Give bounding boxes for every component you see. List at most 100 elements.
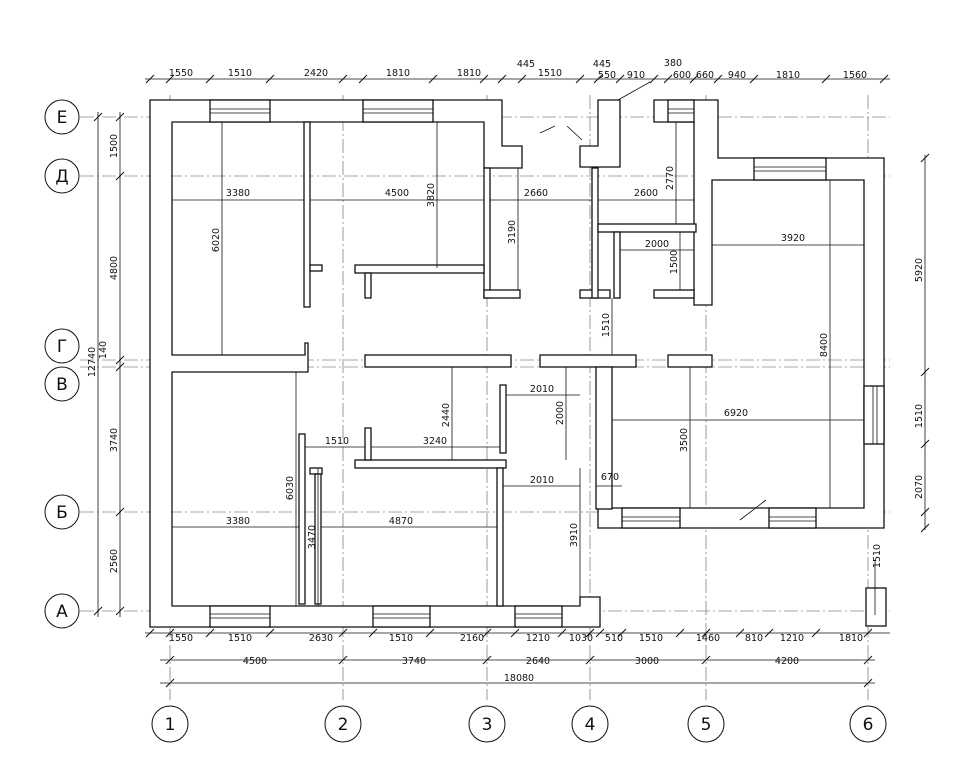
dim-label: 1810 bbox=[839, 633, 863, 644]
partition-wall bbox=[364, 354, 512, 368]
dim-label: 2630 bbox=[309, 633, 333, 644]
dims-bottom: 1550 1510 2630 1510 2160 1210 1030 510 1… bbox=[169, 633, 863, 684]
dim-label: 3820 bbox=[426, 183, 437, 207]
dim-label: 140 bbox=[98, 341, 109, 359]
partition-wall bbox=[597, 223, 697, 233]
dimension-tick bbox=[764, 628, 774, 638]
partition-wall bbox=[309, 467, 323, 475]
dimension-tick bbox=[811, 628, 821, 638]
dimension-tick bbox=[93, 606, 103, 616]
partition-wall bbox=[613, 231, 621, 299]
dimension-lines bbox=[97, 78, 926, 684]
dim-label: 3920 bbox=[781, 233, 805, 244]
dimension-ticks bbox=[93, 74, 930, 688]
dimension-tick bbox=[593, 74, 603, 84]
dimension-tick bbox=[920, 153, 930, 163]
dimension-tick bbox=[701, 655, 711, 665]
dim-label: 5920 bbox=[914, 258, 925, 282]
dim-label: 6020 bbox=[211, 228, 222, 252]
dim-label: 1500 bbox=[109, 134, 120, 158]
dimension-tick bbox=[479, 74, 489, 84]
dim-label: 2000 bbox=[645, 239, 669, 250]
partition-wall bbox=[496, 467, 504, 607]
dim-label: 1810 bbox=[457, 68, 481, 79]
dimension-tick bbox=[863, 655, 873, 665]
dim-label: 2770 bbox=[665, 166, 676, 190]
dim-label: 2010 bbox=[530, 384, 554, 395]
dim-label: 940 bbox=[728, 70, 746, 81]
dim-label: 2010 bbox=[530, 475, 554, 486]
dim-label: 510 bbox=[605, 633, 623, 644]
dimension-tick bbox=[595, 628, 605, 638]
dim-label: 2660 bbox=[524, 188, 548, 199]
dimension-tick bbox=[115, 606, 125, 616]
partition-wall bbox=[539, 354, 637, 368]
dim-label: 1510 bbox=[325, 436, 349, 447]
dim-label: 6920 bbox=[724, 408, 748, 419]
dim-label: 910 bbox=[627, 70, 645, 81]
partition-wall bbox=[364, 272, 372, 299]
dim-label: 600 bbox=[673, 70, 691, 81]
dimension-tick bbox=[675, 628, 685, 638]
windows bbox=[209, 81, 885, 628]
dimension-tick bbox=[165, 74, 175, 84]
partition-wall bbox=[499, 384, 507, 454]
dim-label: 1030 bbox=[569, 633, 593, 644]
dimension-tick bbox=[205, 628, 215, 638]
dim-label: 1510 bbox=[639, 633, 663, 644]
dim-label: 3470 bbox=[307, 525, 318, 549]
axis-bubble-col bbox=[151, 705, 189, 743]
dimension-tick bbox=[879, 74, 889, 84]
dim-label: 670 bbox=[601, 472, 619, 483]
axis-label-col: 4 bbox=[585, 715, 596, 735]
dimension-tick bbox=[145, 74, 155, 84]
dim-label: 1510 bbox=[601, 313, 612, 337]
dim-label: 550 bbox=[598, 70, 616, 81]
window bbox=[667, 99, 695, 123]
dim-label: 12740 bbox=[87, 347, 98, 377]
dim-label: 2440 bbox=[441, 403, 452, 427]
axis-bubble-row bbox=[44, 99, 80, 135]
axis-label-row: В bbox=[56, 375, 68, 395]
dim-label: 2600 bbox=[634, 188, 658, 199]
window bbox=[768, 507, 817, 529]
dimension-tick bbox=[425, 628, 435, 638]
dim-label: 1510 bbox=[914, 404, 925, 428]
door-swing bbox=[539, 125, 556, 134]
dims-inner: 3380 4500 3820 6020 2660 2600 2770 3190 … bbox=[172, 122, 864, 606]
window bbox=[863, 385, 885, 445]
dim-label: 2560 bbox=[109, 549, 120, 573]
dim-label: 445 bbox=[517, 59, 535, 70]
axis-bubble-col bbox=[571, 705, 609, 743]
axis-label-row: Д bbox=[55, 167, 68, 187]
dimension-tick bbox=[557, 628, 567, 638]
dimension-tick bbox=[338, 628, 348, 638]
dim-label: 1210 bbox=[780, 633, 804, 644]
dim-label: 4500 bbox=[243, 656, 267, 667]
dim-label: 6030 bbox=[285, 476, 296, 500]
dimension-tick bbox=[145, 628, 155, 638]
dim-label: 3740 bbox=[402, 656, 426, 667]
axis-label-col: 1 bbox=[165, 715, 176, 735]
dim-label: 1510 bbox=[389, 633, 413, 644]
dimension-tick bbox=[165, 655, 175, 665]
axis-label-col: 6 bbox=[863, 715, 874, 735]
partition-wall bbox=[303, 121, 311, 308]
dimension-tick bbox=[482, 655, 492, 665]
dim-label: 2640 bbox=[526, 656, 550, 667]
leader-line bbox=[617, 81, 651, 101]
dim-label: 1810 bbox=[386, 68, 410, 79]
window bbox=[362, 99, 434, 123]
dimension-tick bbox=[701, 628, 711, 638]
dim-label: 3380 bbox=[226, 188, 250, 199]
axis-bubbles: Е Д Г В Б А 1 2 3 4 5 6 bbox=[44, 99, 887, 743]
dim-label: 1810 bbox=[776, 70, 800, 81]
window bbox=[209, 605, 271, 628]
dimension-tick bbox=[517, 74, 527, 84]
dim-label: 810 bbox=[745, 633, 763, 644]
partition-wall bbox=[354, 459, 507, 469]
dimension-tick bbox=[920, 523, 930, 533]
dim-label: 660 bbox=[696, 70, 714, 81]
partition-wall bbox=[667, 354, 713, 368]
